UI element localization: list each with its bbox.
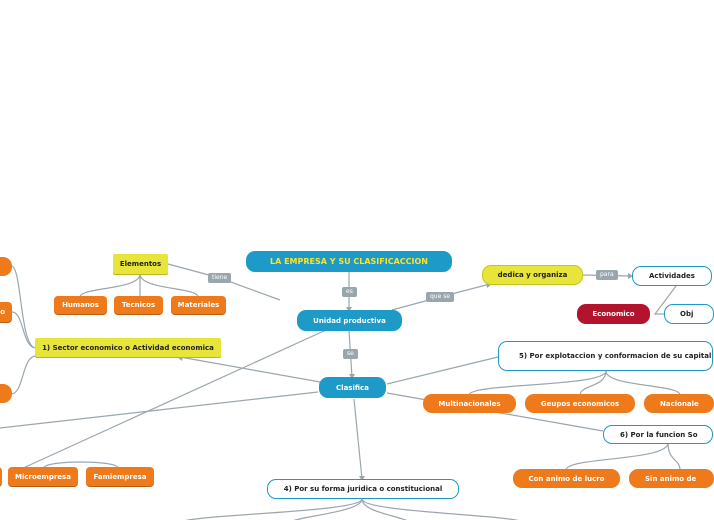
link-actividades-obj bbox=[653, 285, 677, 315]
humanos-node[interactable]: Humanos bbox=[54, 296, 107, 314]
link-juridica-children bbox=[185, 498, 520, 520]
link-clasifica-explotacion bbox=[386, 356, 499, 385]
objetivo-node[interactable]: Obj bbox=[664, 304, 714, 324]
left-node-2[interactable]: o bbox=[0, 302, 12, 322]
link-microempresa-famiempresa bbox=[43, 461, 119, 469]
arrow-unidad bbox=[346, 307, 352, 312]
materiales-node[interactable]: Materiales bbox=[171, 296, 226, 314]
link-clasifica-juridica bbox=[353, 398, 363, 480]
link-elementos-children bbox=[79, 273, 199, 298]
tecnicos-node[interactable]: Tecnicos bbox=[114, 296, 163, 314]
famiempresa-node[interactable]: Famiempresa bbox=[86, 467, 154, 486]
grupos-economicos-node[interactable]: Geupos economicos bbox=[525, 394, 635, 413]
arrow-actividades bbox=[628, 273, 633, 279]
connector-lines bbox=[0, 263, 681, 520]
label-tiene: tiene bbox=[208, 273, 232, 283]
con-animo-lucro-node[interactable]: Con animo de lucro bbox=[513, 469, 620, 488]
arrow-clasifica bbox=[349, 374, 355, 379]
sin-animo-lucro-node[interactable]: Sin animo de bbox=[629, 469, 714, 488]
label-se: se bbox=[343, 349, 358, 359]
link-sector-left bbox=[11, 265, 37, 395]
label-es: es bbox=[342, 287, 357, 297]
unidad-productiva-node[interactable]: Unidad productiva bbox=[297, 310, 402, 331]
actividades-node[interactable]: Actividades bbox=[632, 266, 712, 286]
microempresa-node[interactable]: Microempresa bbox=[8, 467, 78, 486]
sector-economico-node[interactable]: 1) Sector economico o Actividad economic… bbox=[35, 338, 221, 357]
left-node-3[interactable] bbox=[0, 384, 12, 403]
left-node-1[interactable] bbox=[0, 257, 12, 276]
forma-juridica-node[interactable]: 4) Por su forma juridica o constituciona… bbox=[267, 479, 459, 499]
link-funcion-children bbox=[565, 442, 681, 471]
explotacion-capital-node[interactable]: 5) Por explotaccion y conformacion de su… bbox=[498, 341, 713, 371]
elementos-node[interactable]: Elementos bbox=[113, 254, 168, 274]
dedica-organiza-node[interactable]: dedica y organiza bbox=[482, 265, 583, 285]
link-explotacion-children bbox=[468, 370, 681, 396]
title-node[interactable]: LA EMPRESA Y SU CLASIFICACCION bbox=[246, 251, 452, 272]
funcion-social-node[interactable]: 6) Por la funcion So bbox=[603, 425, 713, 444]
left-node-4[interactable] bbox=[0, 467, 2, 486]
link-clasifica-left bbox=[0, 391, 319, 429]
arrow-juridica bbox=[359, 476, 365, 481]
clasifica-node[interactable]: Clasifica bbox=[319, 377, 386, 398]
economico-node[interactable]: Economico bbox=[577, 304, 650, 324]
link-clasifica-sector bbox=[179, 356, 321, 383]
label-que-se: que se bbox=[426, 292, 455, 302]
link-unidad-microempresa bbox=[9, 329, 327, 475]
label-para: para bbox=[596, 270, 618, 280]
multinacionales-node[interactable]: Multinacionales bbox=[423, 394, 516, 413]
nacionales-node[interactable]: Nacionale bbox=[644, 394, 714, 413]
mind-map-canvas: LA EMPRESA Y SU CLASIFICACCION Unidad pr… bbox=[0, 251, 714, 520]
